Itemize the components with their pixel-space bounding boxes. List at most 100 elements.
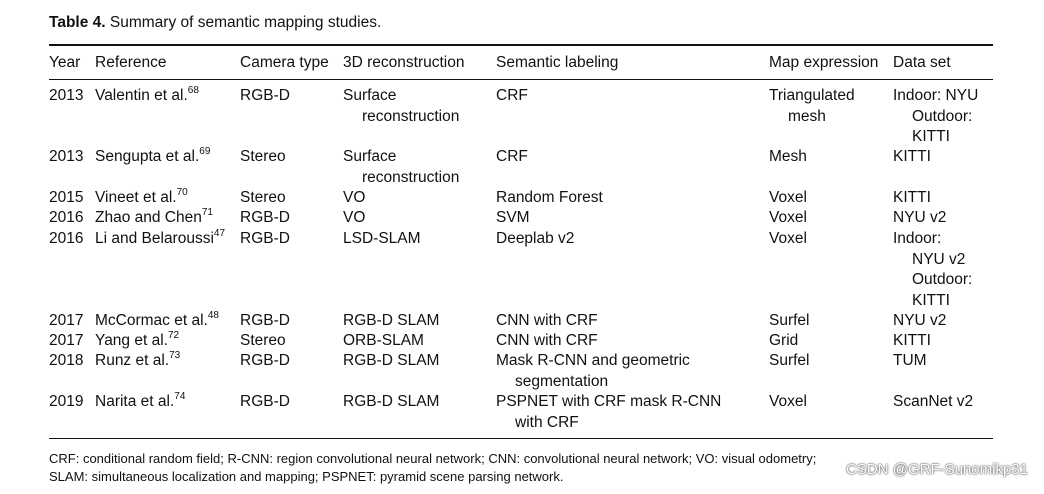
cell-3d-reconstruction: LSD-SLAM bbox=[343, 229, 421, 250]
cell-reference: Runz et al.73 bbox=[95, 349, 181, 372]
cell-map-expression: Voxel bbox=[769, 188, 807, 209]
cell-line: KITTI bbox=[912, 128, 950, 145]
cell-line: PSPNET with CRF mask R-CNN bbox=[496, 393, 722, 410]
column-header: Reference bbox=[95, 54, 167, 71]
cell-camera-type: Stereo bbox=[240, 189, 286, 206]
reference-number: 48 bbox=[207, 309, 219, 321]
cell-line: Surface bbox=[343, 148, 397, 165]
cell-data-set: KITTI bbox=[893, 331, 931, 352]
cell-line: CRF bbox=[496, 148, 528, 165]
bottom-rule bbox=[49, 438, 993, 439]
reference-number: 70 bbox=[176, 186, 188, 198]
cell-year: 2017 bbox=[49, 312, 84, 329]
cell-year: 2016 bbox=[49, 209, 84, 226]
footnote-line-2: SLAM: simultaneous localization and mapp… bbox=[49, 469, 564, 484]
column-header: Map expression bbox=[769, 54, 879, 71]
column-header: Semantic labeling bbox=[496, 54, 619, 71]
cell-map-expression: Mesh bbox=[769, 147, 807, 168]
cell-reference: Valentin et al.68 bbox=[95, 85, 199, 107]
cell-line: Indoor: NYU bbox=[893, 87, 979, 104]
cell-line: Triangulated bbox=[769, 87, 855, 104]
cell-3d-reconstruction: RGB-D SLAM bbox=[343, 351, 439, 372]
cell-semantic-labeling: PSPNET with CRF mask R-CNN with CRF bbox=[496, 392, 721, 433]
cell-line: SVM bbox=[496, 209, 530, 226]
cell-data-set: NYU v2 bbox=[893, 311, 946, 332]
cell-line: KITTI bbox=[912, 291, 950, 309]
cell-line: Surfel bbox=[769, 352, 810, 369]
cell-line: Outdoor: bbox=[912, 107, 973, 125]
reference-number: 74 bbox=[174, 390, 186, 402]
column-header: 3D reconstruction bbox=[343, 54, 465, 71]
cell-line: Deeplab v2 bbox=[496, 230, 575, 247]
cell-data-set: NYU v2 bbox=[893, 208, 946, 229]
cell-line: ScanNet v2 bbox=[893, 393, 974, 410]
table-label: Table 4. bbox=[49, 14, 106, 31]
cell-camera-type: Stereo bbox=[240, 148, 286, 165]
cell-data-set: Indoor: NYU v2 Outdoor: KITTI bbox=[893, 229, 972, 311]
cell-semantic-labeling: CNN with CRF bbox=[496, 331, 598, 352]
cell-line: KITTI bbox=[893, 189, 931, 206]
cell-map-expression: Surfel bbox=[769, 351, 810, 372]
reference-number: 73 bbox=[169, 349, 181, 361]
cell-year: 2018 bbox=[49, 352, 84, 369]
cell-line: segmentation bbox=[515, 372, 609, 390]
reference-name: Vineet et al. bbox=[95, 189, 177, 206]
cell-line: ORB-SLAM bbox=[343, 332, 424, 349]
reference-name: Valentin et al. bbox=[95, 87, 188, 104]
cell-line: NYU v2 bbox=[893, 209, 947, 226]
cell-camera-type: RGB-D bbox=[240, 393, 290, 410]
cell-semantic-labeling: SVM bbox=[496, 208, 530, 229]
cell-semantic-labeling: CNN with CRF bbox=[496, 311, 598, 332]
reference-name: Runz et al. bbox=[95, 352, 170, 369]
cell-camera-type: RGB-D bbox=[240, 87, 290, 104]
column-header: Year bbox=[49, 54, 81, 71]
cell-line: with CRF bbox=[515, 413, 579, 431]
cell-map-expression: Grid bbox=[769, 331, 798, 352]
cell-line: NYU v2 bbox=[912, 250, 966, 268]
cell-line: Surface bbox=[343, 87, 397, 104]
reference-number: 47 bbox=[213, 227, 226, 239]
cell-line: Outdoor: bbox=[912, 271, 973, 288]
cell-camera-type: RGB-D bbox=[240, 209, 290, 226]
cell-line: KITTI bbox=[893, 332, 931, 349]
cell-year: 2013 bbox=[49, 148, 84, 165]
cell-reference: Zhao and Chen71 bbox=[95, 206, 213, 229]
reference-name: Li and Belaroussi bbox=[95, 230, 214, 247]
cell-map-expression: Voxel bbox=[769, 229, 807, 250]
cell-line: TUM bbox=[893, 352, 927, 369]
cell-reference: Li and Belaroussi47 bbox=[95, 227, 226, 250]
cell-line: Indoor: bbox=[893, 230, 942, 247]
reference-number: 71 bbox=[201, 206, 213, 218]
reference-name: Narita et al. bbox=[95, 393, 175, 410]
cell-line: VO bbox=[343, 189, 366, 206]
cell-line: Voxel bbox=[769, 209, 807, 226]
cell-map-expression: Surfel bbox=[769, 311, 810, 332]
cell-year: 2015 bbox=[49, 189, 84, 206]
cell-line: CRF bbox=[496, 87, 528, 104]
cell-camera-type: RGB-D bbox=[240, 230, 290, 247]
cell-reference: Yang et al.72 bbox=[95, 330, 179, 352]
cell-map-expression: Voxel bbox=[769, 392, 807, 413]
cell-line: reconstruction bbox=[362, 168, 460, 186]
cell-3d-reconstruction: RGB-D SLAM bbox=[343, 311, 439, 332]
cell-camera-type: Stereo bbox=[240, 332, 286, 349]
reference-name: Zhao and Chen bbox=[95, 209, 202, 226]
cell-3d-reconstruction: ORB-SLAM bbox=[343, 331, 424, 352]
footnote-line-1: CRF: conditional random field; R-CNN: re… bbox=[49, 451, 817, 466]
cell-line: Surfel bbox=[769, 312, 810, 329]
cell-line: RGB-D SLAM bbox=[343, 352, 440, 369]
reference-name: McCormac et al. bbox=[95, 312, 208, 329]
cell-line: RGB-D SLAM bbox=[343, 312, 440, 329]
table-title: Summary of semantic mapping studies. bbox=[109, 14, 382, 31]
column-header: Data set bbox=[893, 54, 951, 71]
cell-line: Random Forest bbox=[496, 189, 603, 206]
cell-data-set: KITTI bbox=[893, 147, 931, 168]
cell-3d-reconstruction: VO bbox=[343, 208, 365, 229]
cell-line: Voxel bbox=[769, 230, 807, 247]
top-rule bbox=[49, 44, 993, 46]
cell-line: reconstruction bbox=[362, 107, 460, 125]
cell-reference: Sengupta et al.69 bbox=[95, 146, 210, 168]
cell-line: Voxel bbox=[769, 393, 807, 410]
cell-year: 2016 bbox=[49, 230, 84, 247]
